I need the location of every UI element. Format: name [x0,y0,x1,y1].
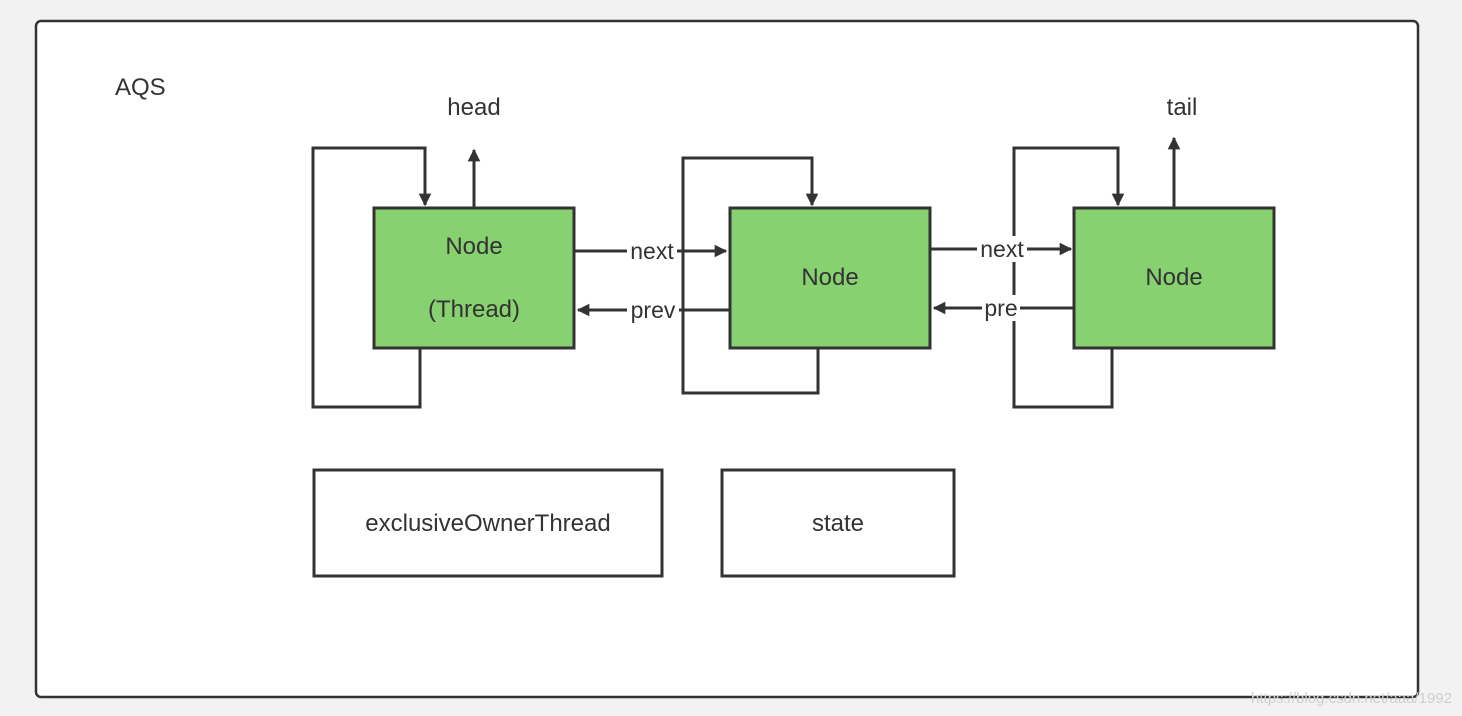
head-label: head [447,94,500,121]
tail-label: tail [1167,94,1198,121]
next-label-1: next [630,238,674,264]
node-1-self-loop [311,146,432,409]
exclusive-owner-thread-label: exclusiveOwnerThread [365,510,610,537]
aqs-label: AQS [115,74,166,101]
prev-label-2: pre [984,295,1017,321]
next-label-1-bg [627,238,677,264]
aqs-container [34,19,1420,699]
node-1-label: Node [445,233,502,260]
state-box [720,468,956,578]
node-3-self-loop [1012,146,1125,409]
node-2-label: Node [801,264,858,291]
next-label-2: next [980,236,1024,262]
prev-label-2-bg [982,295,1020,321]
node-1-box [372,206,576,350]
node-3-label: Node [1145,264,1202,291]
node-3-box [1072,206,1276,350]
watermark-text: https://blog.csdn.net/aaa/1992 [1251,690,1452,707]
exclusive-owner-thread-box [312,468,664,578]
prev-label-1-bg [627,297,679,323]
node-1-thread-label: (Thread) [428,296,520,323]
state-label: state [812,510,864,537]
next-label-2-bg [977,236,1027,262]
prev-label-1: prev [631,297,676,323]
node-2-box [728,206,932,350]
node-2-self-loop [681,156,820,395]
